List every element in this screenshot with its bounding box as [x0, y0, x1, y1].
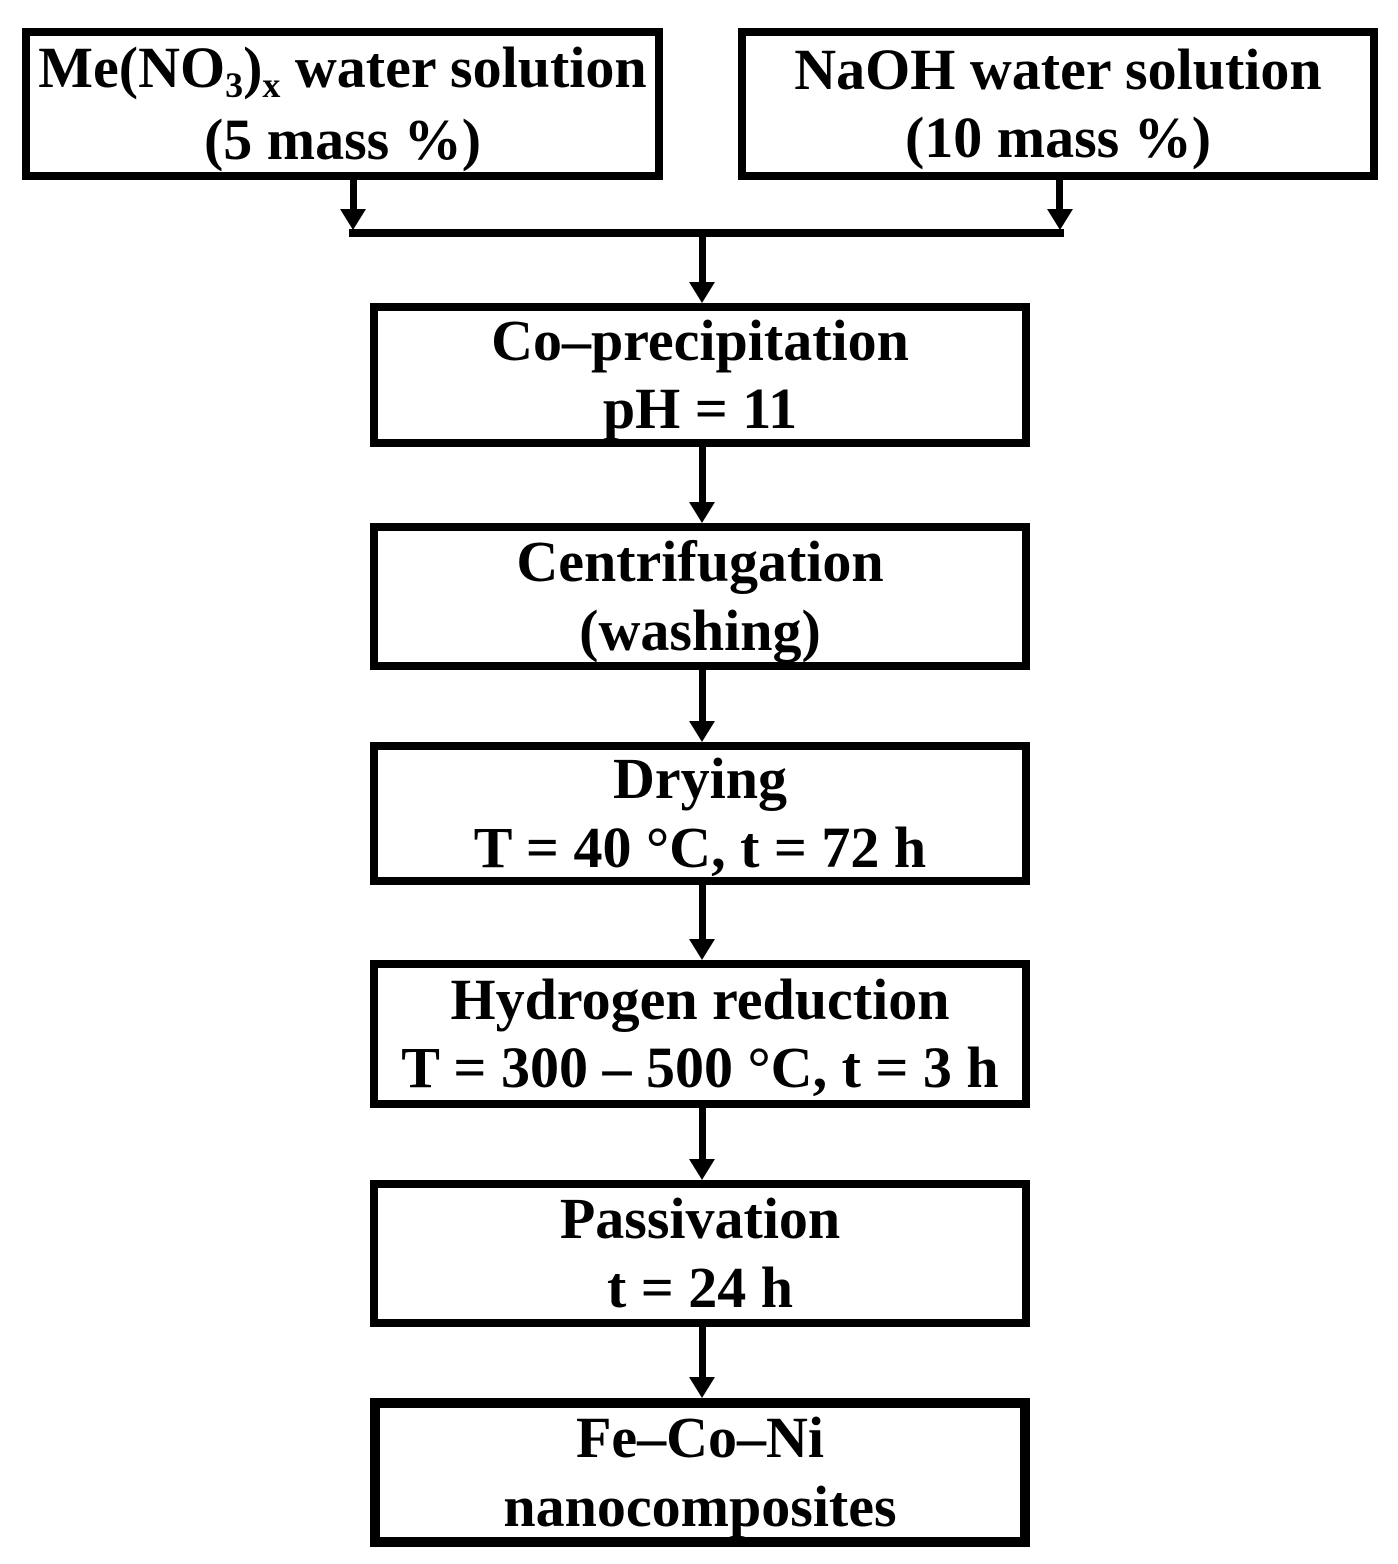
node-me-no3-solution: Me(NO3)x water solution (5 mass %)	[22, 28, 663, 180]
node-centrifugation-title: Centrifugation	[516, 529, 884, 595]
node-naoh-solution-title: NaOH water solution	[794, 36, 1322, 102]
arrowhead	[1047, 209, 1073, 230]
node-co-precipitation: Co–precipitation pH = 11	[370, 303, 1030, 447]
arrowhead	[689, 721, 715, 742]
arrow-line	[699, 1327, 706, 1378]
arrowhead	[689, 1377, 715, 1398]
node-me-no3-solution-detail: (5 mass %)	[203, 107, 482, 173]
formula-text: )	[243, 34, 263, 100]
node-drying-detail: T = 40 °C, t = 72 h	[473, 814, 927, 880]
arrow-line	[699, 670, 706, 722]
formula-text: water solution	[280, 34, 647, 100]
arrowhead	[340, 209, 366, 230]
node-naoh-solution-detail: (10 mass %)	[904, 105, 1212, 170]
formula-subscript: x	[262, 64, 281, 105]
arrowhead	[689, 282, 715, 303]
arrow-line	[699, 885, 706, 940]
node-co-precipitation-detail: pH = 11	[602, 376, 798, 441]
node-me-no3-solution-title: Me(NO3)x water solution	[38, 34, 646, 106]
formula-text: Me(NO	[38, 34, 226, 100]
node-hydrogen-reduction-title: Hydrogen reduction	[450, 966, 950, 1032]
node-fe-co-ni-product-detail: nanocomposites	[503, 1473, 897, 1539]
node-co-precipitation-title: Co–precipitation	[491, 307, 909, 373]
node-fe-co-ni-product: Fe–Co–Ni nanocomposites	[370, 1398, 1030, 1547]
node-drying-title: Drying	[613, 746, 787, 812]
arrow-line	[699, 1108, 706, 1160]
arrow-line	[699, 237, 706, 285]
merge-bar	[349, 229, 1064, 237]
node-naoh-solution: NaOH water solution (10 mass %)	[738, 28, 1378, 180]
node-centrifugation: Centrifugation (washing)	[370, 523, 1030, 670]
arrowhead	[689, 939, 715, 960]
node-centrifugation-detail: (washing)	[579, 597, 821, 663]
arrow-line	[699, 447, 706, 503]
node-drying: Drying T = 40 °C, t = 72 h	[370, 742, 1030, 885]
arrow-line	[350, 180, 357, 211]
node-hydrogen-reduction-detail: T = 300 – 500 °C, t = 3 h	[401, 1035, 999, 1100]
arrowhead	[689, 502, 715, 523]
node-hydrogen-reduction: Hydrogen reduction T = 300 – 500 °C, t =…	[370, 960, 1030, 1108]
arrowhead	[689, 1159, 715, 1180]
node-passivation-title: Passivation	[559, 1186, 841, 1252]
node-passivation-detail: t = 24 h	[606, 1254, 794, 1320]
node-fe-co-ni-product-title: Fe–Co–Ni	[575, 1405, 825, 1471]
formula-subscript: 3	[225, 64, 244, 105]
node-passivation: Passivation t = 24 h	[370, 1180, 1030, 1327]
arrow-line	[1056, 180, 1063, 211]
